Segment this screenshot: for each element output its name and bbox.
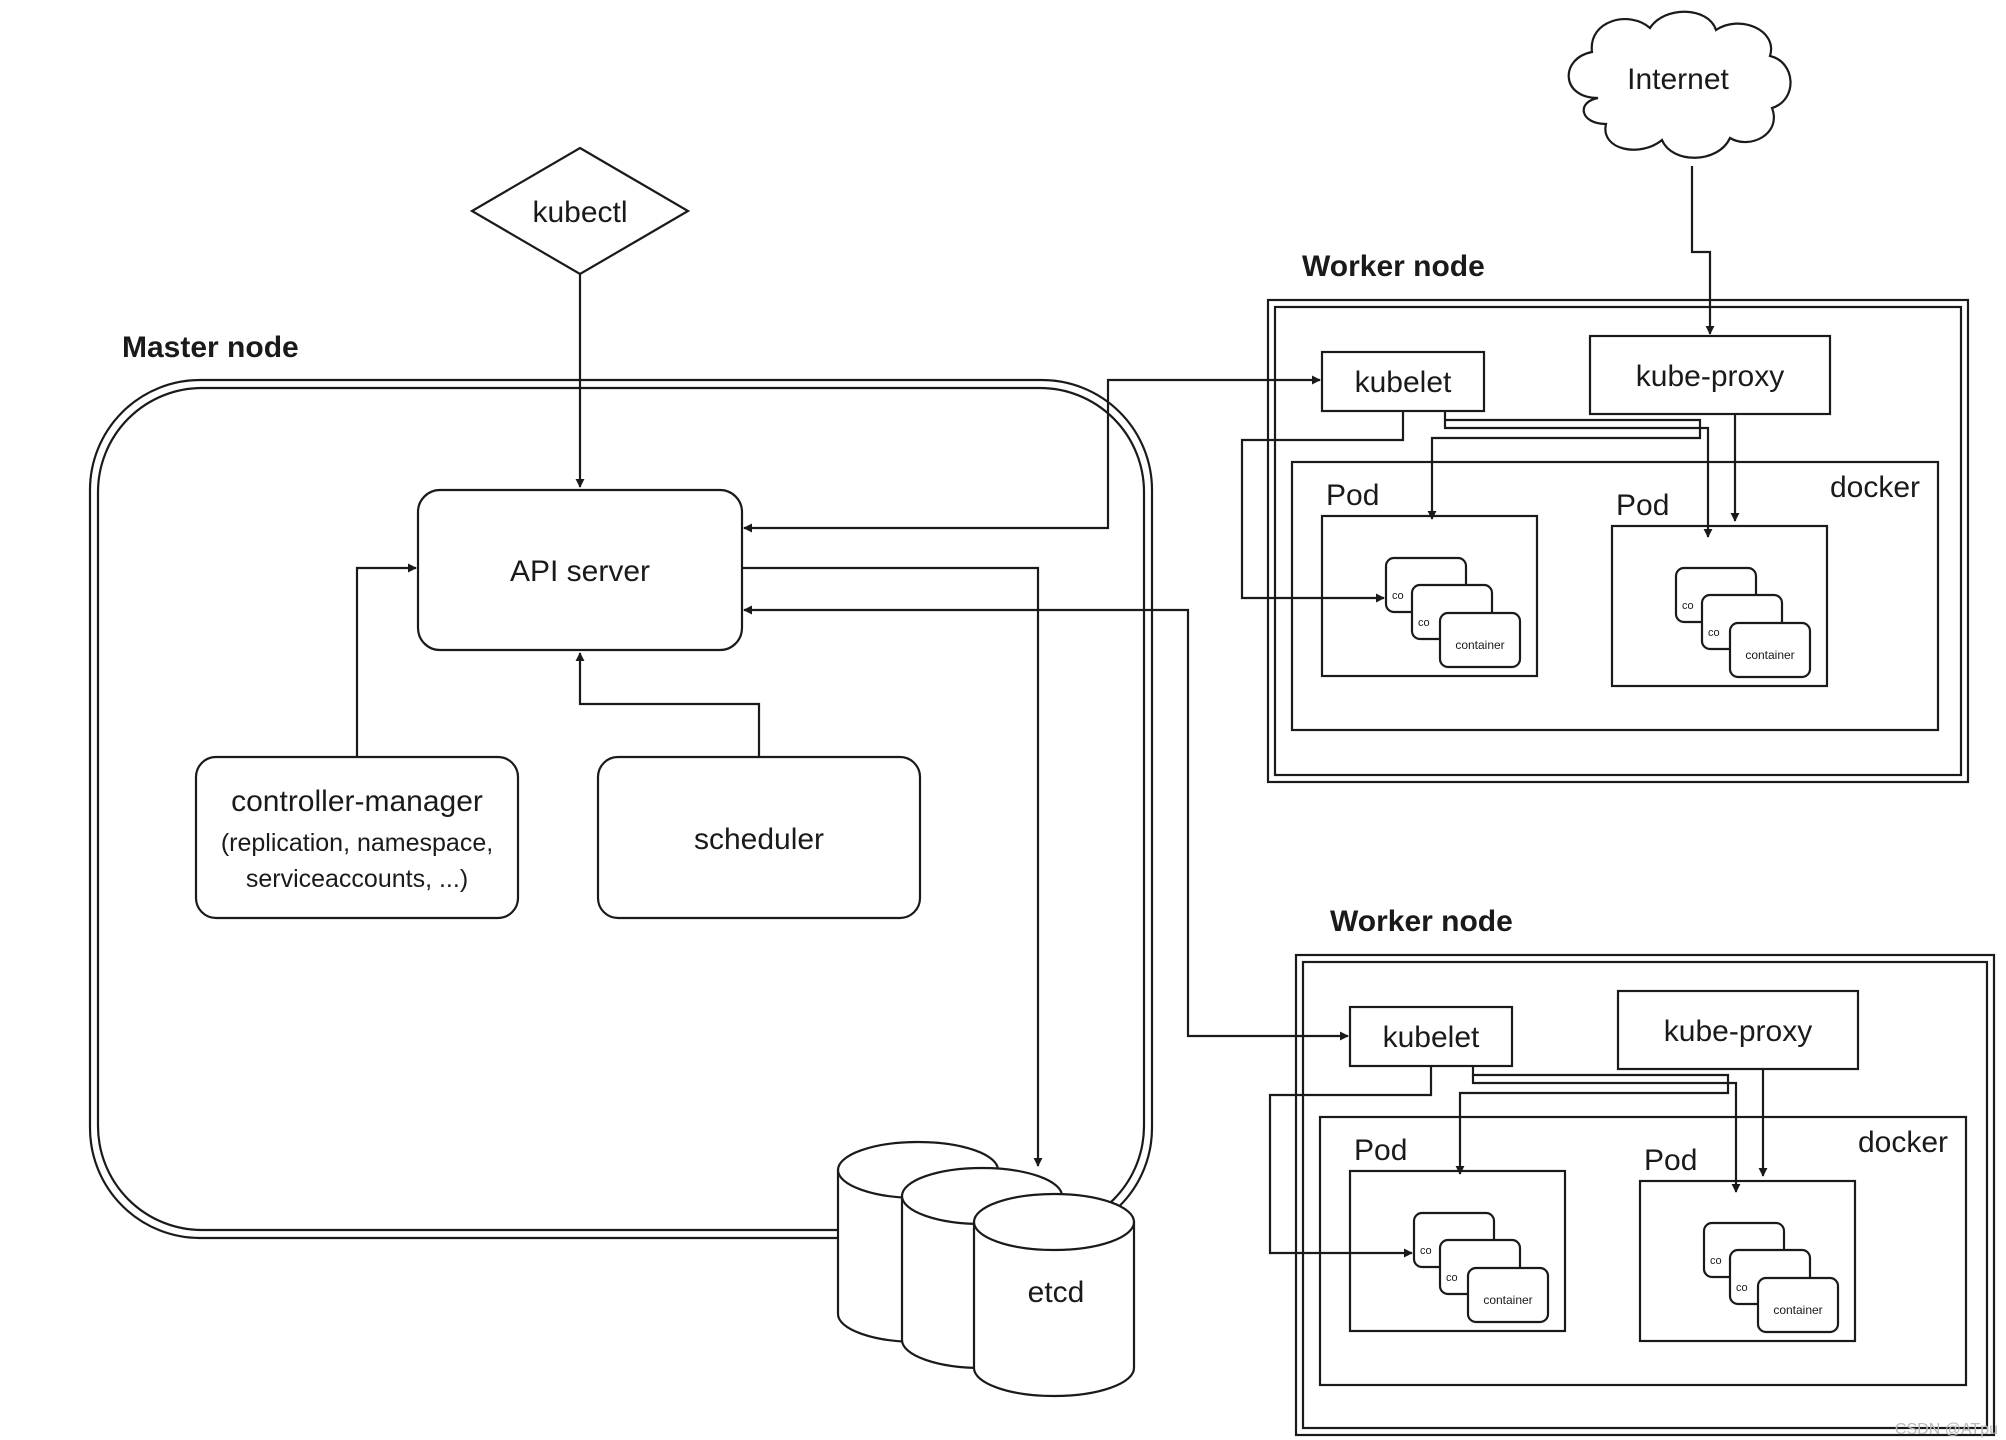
arrow-internet-to-kube-proxy — [1690, 166, 1715, 335]
api-server-box — [416, 488, 744, 652]
scheduler-label: scheduler — [694, 823, 824, 856]
worker-node-title: Worker node — [1302, 250, 1485, 283]
container-card — [1466, 1266, 1550, 1324]
pod: Pod co co container — [1638, 1144, 1857, 1343]
master-node-title: Master node — [122, 331, 299, 364]
kube-proxy-label: kube-proxy — [1664, 1015, 1812, 1048]
docker-label: docker — [1830, 471, 1920, 504]
container-card-label: container — [1773, 1303, 1822, 1317]
container-card-label: container — [1745, 648, 1794, 662]
internet-label: Internet — [1627, 63, 1729, 96]
container-card-label: container — [1455, 638, 1504, 652]
api-server-label: API server — [510, 555, 650, 588]
api-server: API server — [416, 488, 744, 652]
arrow-scheduler-to-api-server — [575, 652, 761, 757]
controller-manager-detail-1: (replication, namespace, — [221, 829, 493, 857]
controller-manager-title: controller-manager — [231, 785, 483, 818]
arrow-controller-manager-to-api-server — [355, 563, 417, 757]
kube-proxy-label: kube-proxy — [1636, 360, 1784, 393]
pod: Pod co co container — [1610, 489, 1829, 688]
controller-manager: controller-manager (replication, namespa… — [194, 755, 520, 920]
scheduler: scheduler — [596, 755, 922, 920]
kube-proxy-box — [1616, 989, 1860, 1071]
docker-label: docker — [1858, 1126, 1948, 1159]
kubelet-label: kubelet — [1383, 1021, 1480, 1054]
docker-box — [1318, 1115, 1968, 1387]
pod-box — [1610, 524, 1829, 688]
worker-node-outer-border — [1294, 953, 1996, 1437]
watermark: CSDN @ATpu — [1895, 1421, 1998, 1438]
worker-node-title: Worker node — [1330, 905, 1513, 938]
pod-label: Pod — [1354, 1134, 1407, 1167]
pod-box — [1638, 1179, 1857, 1343]
container-card-label: co — [1418, 617, 1430, 629]
etcd: etcd — [836, 1140, 1136, 1398]
arrow-api-server-kubelet-worker-1 — [743, 375, 1321, 533]
cloud-shape — [1567, 10, 1792, 159]
arrow-api-server-kubelet-worker-2 — [743, 605, 1349, 1041]
container-card — [1756, 1276, 1840, 1334]
kube-proxy-box — [1588, 334, 1832, 416]
pod: Pod co co container — [1320, 479, 1539, 678]
controller-manager-detail-2: serviceaccounts, ...) — [246, 865, 468, 893]
worker-node-1: Worker node kubelet kube-proxy docker Po… — [1240, 250, 1970, 784]
kubelet-label: kubelet — [1355, 366, 1452, 399]
container-card-label: container — [1483, 1293, 1532, 1307]
internet-cloud: Internet — [1567, 10, 1792, 159]
container-card-label: co — [1392, 590, 1404, 602]
container-card — [1438, 611, 1522, 669]
worker-node-inner-border — [1301, 960, 1989, 1430]
worker-node-inner-border — [1273, 305, 1963, 777]
etcd-label: etcd — [1028, 1276, 1085, 1309]
master-node: Master node — [88, 331, 1154, 1240]
pod-label: Pod — [1616, 489, 1669, 522]
container-card-label: co — [1736, 1282, 1748, 1294]
container-card-label: co — [1682, 600, 1694, 612]
container-card-label: co — [1708, 627, 1720, 639]
arrow-kubelet-to-pod-1 — [1268, 1066, 1433, 1258]
container-card-label: co — [1710, 1255, 1722, 1267]
kubectl-node: kubectl — [469, 146, 691, 276]
pod-label: Pod — [1326, 479, 1379, 512]
kubelet-box — [1348, 1005, 1514, 1068]
docker-box — [1290, 460, 1940, 732]
container-card-label: co — [1420, 1245, 1432, 1257]
kubectl-label: kubectl — [532, 196, 627, 229]
worker-node-outer-border — [1266, 298, 1970, 784]
pod: Pod co co container — [1348, 1134, 1567, 1333]
etcd-cylinder-front — [972, 1192, 1136, 1398]
container-card — [1728, 621, 1812, 679]
arrow-kubelet-to-pod-2 — [1471, 1075, 1741, 1193]
worker-node-2: Worker node kubelet kube-proxy docker Po… — [1268, 905, 1996, 1437]
pod-label: Pod — [1644, 1144, 1697, 1177]
container-card-label: co — [1446, 1272, 1458, 1284]
arrow-kubelet-to-pod-2 — [1443, 420, 1713, 538]
